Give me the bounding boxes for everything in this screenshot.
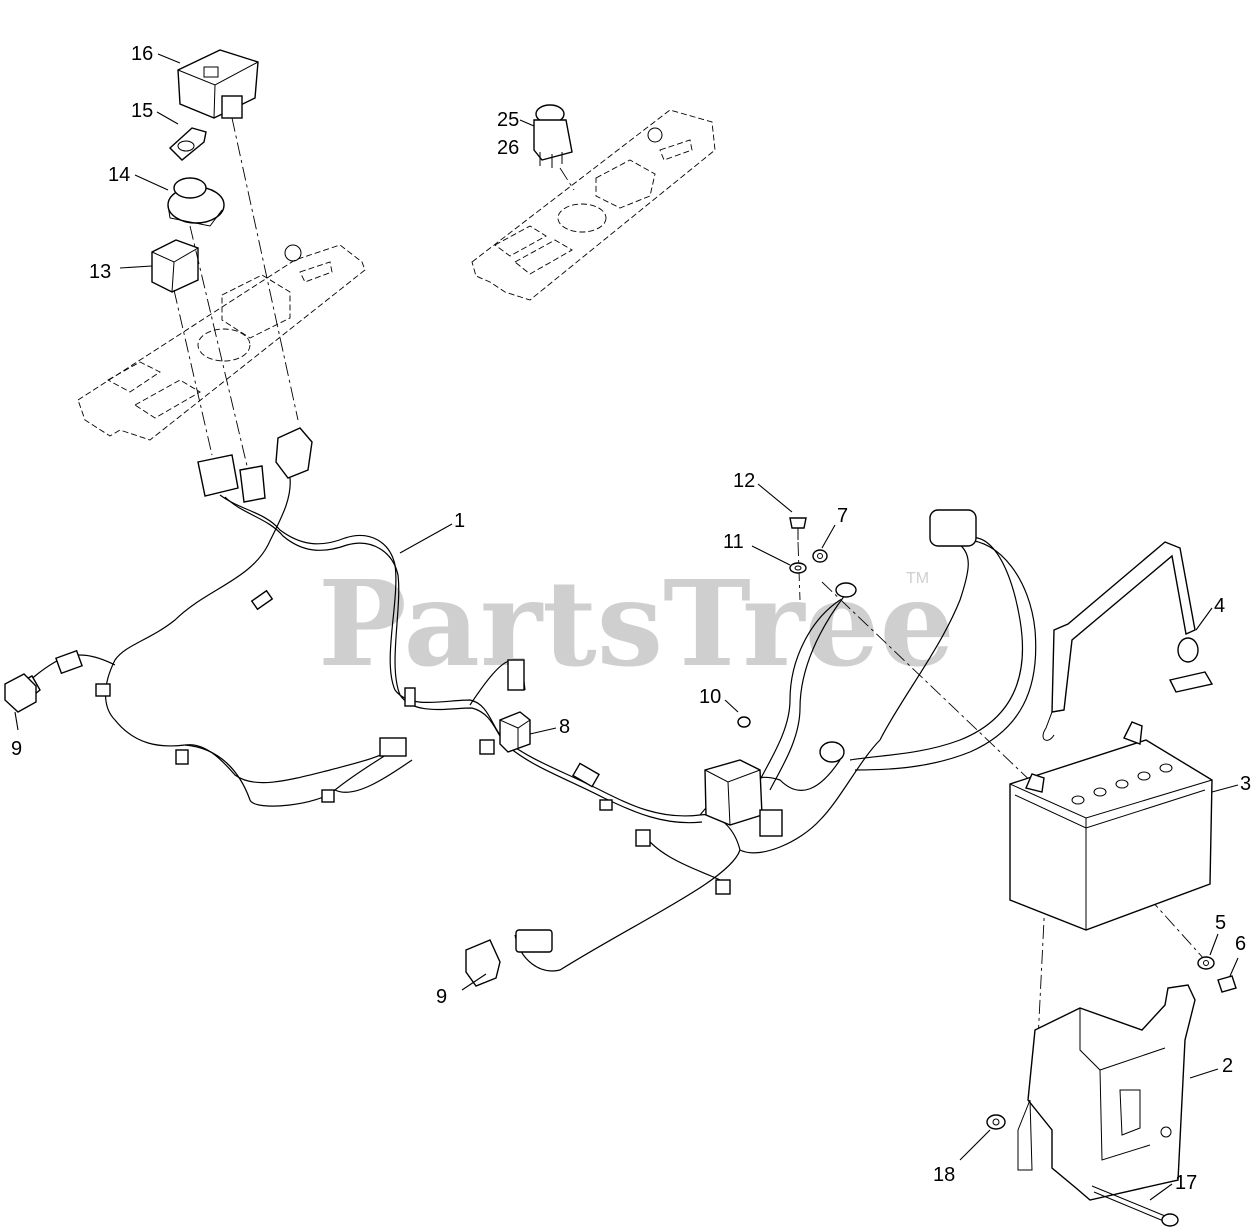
nut-part-18[interactable]	[986, 1114, 1006, 1130]
leader-lines	[14, 53, 1239, 1201]
rocker-switch-part-13[interactable]	[151, 239, 199, 293]
panel-connectors	[197, 427, 313, 503]
pto-switch-part-25-26[interactable]	[533, 104, 573, 168]
callout-4: 4	[1214, 595, 1225, 617]
switch-part-9-bottom[interactable]	[465, 929, 553, 987]
callout-10: 10	[699, 686, 721, 708]
callout-5: 5	[1215, 912, 1226, 934]
callout-6: 6	[1235, 933, 1246, 955]
harness-connectors	[9, 589, 783, 895]
callout-18: 18	[933, 1164, 955, 1186]
grommet-part-10[interactable]	[737, 716, 751, 728]
callout-11: 11	[723, 531, 744, 553]
callout-9-bottom: 9	[436, 986, 447, 1008]
battery-tray-part-2[interactable]	[1017, 984, 1196, 1201]
watermark-text: PartsTree	[318, 554, 955, 693]
washer-part-5[interactable]	[1197, 956, 1215, 970]
callout-26: 26	[497, 137, 519, 159]
watermark-trademark: TM	[906, 570, 929, 587]
callout-7: 7	[837, 505, 848, 527]
nut-part-7[interactable]	[812, 549, 828, 563]
switch-part-9-left[interactable]	[4, 673, 37, 713]
left-control-panel	[77, 244, 366, 441]
callout-14: 14	[108, 164, 130, 186]
callout-15: 15	[131, 100, 153, 122]
callout-17: 17	[1175, 1172, 1197, 1194]
bolt-part-6[interactable]	[1217, 975, 1237, 993]
ignition-key-part-15[interactable]	[168, 127, 207, 161]
bolt-part-17[interactable]	[1091, 1185, 1179, 1227]
right-control-panel	[471, 109, 716, 301]
washer-part-11[interactable]	[789, 562, 807, 574]
assembly-centerlines	[173, 117, 1206, 1101]
callout-9-left: 9	[11, 738, 22, 760]
callout-8: 8	[559, 716, 570, 738]
callout-1: 1	[454, 510, 465, 532]
relay-part-8[interactable]	[499, 711, 531, 753]
battery-strap-part-4[interactable]	[1042, 541, 1214, 741]
screw-part-12[interactable]	[789, 517, 807, 540]
callout-2: 2	[1222, 1055, 1233, 1077]
callout-12: 12	[733, 470, 755, 492]
battery-cable-terminals	[819, 509, 977, 763]
ignition-switch-part-14[interactable]	[167, 177, 225, 227]
callout-labels: 16 15 14 13 25 26 1 12 11 7 4 10 8 9 9 3…	[11, 43, 1251, 1194]
callout-16: 16	[131, 43, 153, 65]
callout-3: 3	[1240, 773, 1251, 795]
hour-meter-part-16[interactable]	[177, 49, 259, 119]
callout-13: 13	[89, 261, 111, 283]
battery-part-3[interactable]	[1009, 721, 1213, 931]
callout-25: 25	[497, 109, 519, 131]
